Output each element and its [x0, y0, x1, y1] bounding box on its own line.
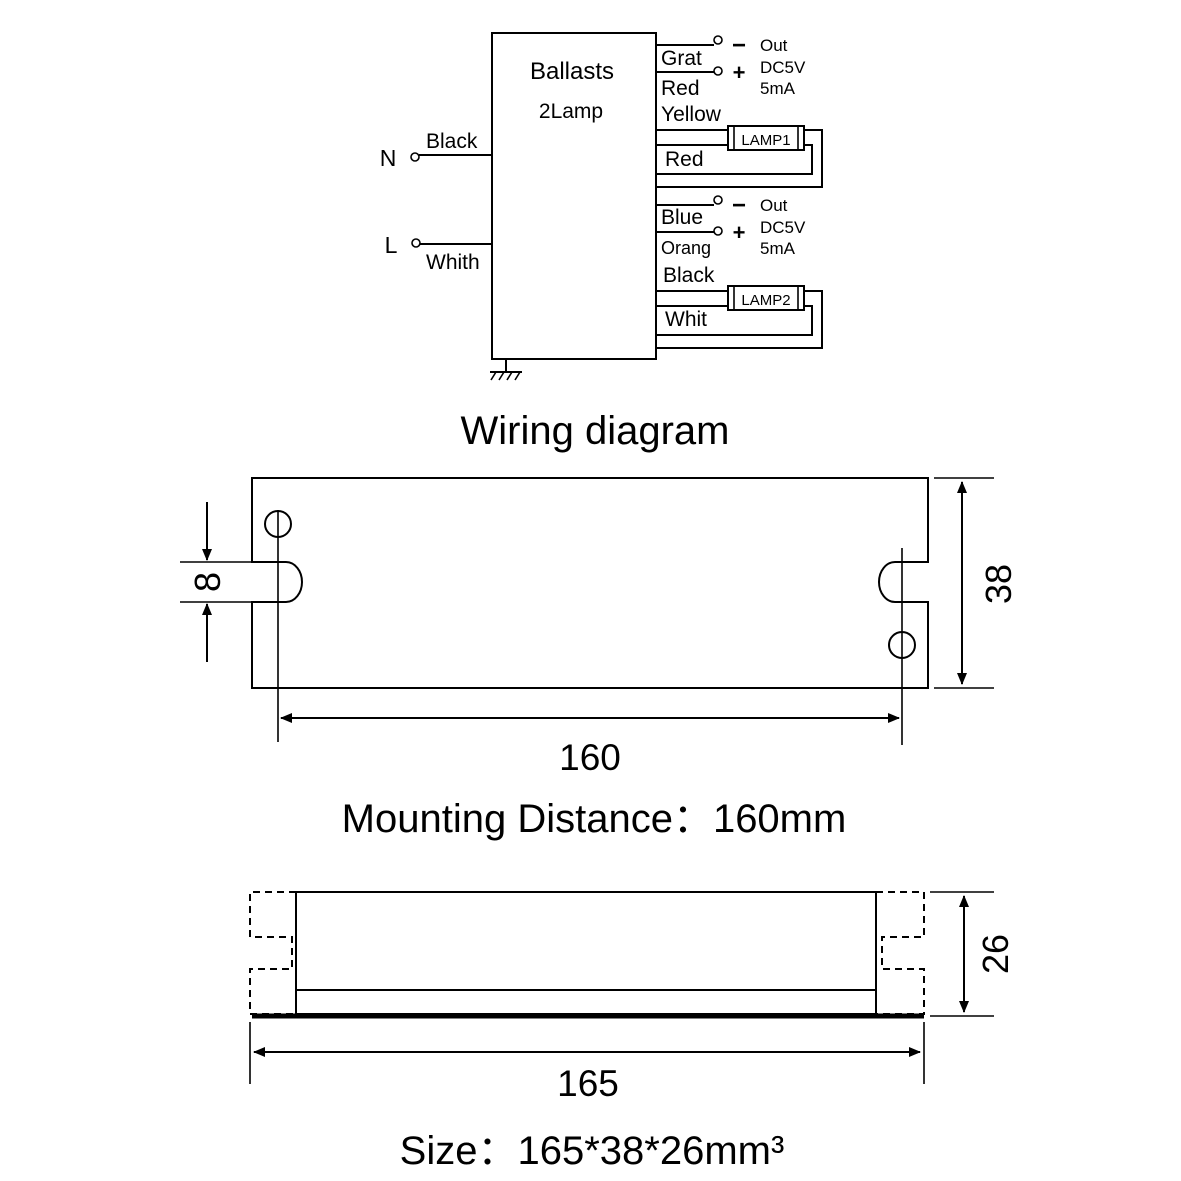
input-live: L Whith: [385, 232, 492, 274]
live-label: L: [385, 232, 398, 258]
out1-minus-terminal: [713, 35, 723, 45]
out1-plus-sign: +: [733, 60, 746, 85]
neutral-label: N: [380, 145, 397, 171]
lamp1-wire-top-label: Yellow: [661, 103, 722, 126]
live-wire-label: Whith: [426, 251, 480, 274]
lamp1-wire-bottom-label: Red: [665, 148, 704, 171]
lamp2: [727, 285, 805, 311]
dim-mounting-label: 160: [559, 737, 621, 778]
out2-label: Out: [760, 196, 788, 215]
top-view-outline: [251, 477, 929, 689]
out2-current: 5mA: [760, 239, 796, 258]
lamp1-label: LAMP1: [741, 132, 790, 149]
ballast-title: Ballasts: [530, 58, 614, 85]
out2-plus-wire-label: Orang: [661, 238, 711, 258]
out1-minus-sign: −: [732, 32, 746, 59]
lamp2-wire-top-label: Black: [663, 264, 715, 287]
out2-minus-sign: −: [732, 192, 746, 219]
mounting-caption: Mounting Distance：160mm: [342, 797, 847, 841]
side-view-body: [295, 891, 877, 1015]
out2-minus-terminal: [713, 195, 723, 205]
out1-current: 5mA: [760, 79, 796, 98]
lamp1: [727, 125, 805, 151]
wiring-diagram: Ballasts 2Lamp N Black L Whith: [380, 32, 823, 381]
lamp2-wire-bottom-label: Whit: [665, 308, 707, 331]
out1-voltage: DC5V: [760, 58, 806, 77]
left-tab-dashed: [249, 891, 296, 1015]
ground-symbol: [490, 359, 522, 381]
out1-plus-terminal: [713, 66, 723, 76]
right-tab-dashed: [876, 891, 925, 1015]
dim-depth-label: 26: [975, 934, 1016, 974]
ballast-subtitle: 2Lamp: [539, 100, 603, 123]
wiring-caption: Wiring diagram: [461, 409, 730, 453]
live-terminal: [411, 238, 421, 248]
top-view-drawing: 8 38 160: [180, 477, 1019, 778]
output-group-1: Grat Red − + Out DC5V 5mA Yellow Red LAM…: [656, 32, 823, 188]
ballast-box: [491, 32, 657, 360]
dim-length-label: 165: [557, 1063, 619, 1104]
out2-plus-sign: +: [733, 220, 746, 245]
lamp2-label: LAMP2: [741, 292, 790, 309]
out1-minus-wire-label: Grat: [661, 47, 702, 70]
out2-plus-terminal: [713, 226, 723, 236]
dim-height-label: 38: [978, 564, 1019, 604]
out2-voltage: DC5V: [760, 218, 806, 237]
side-view-drawing: 26 165: [249, 891, 1016, 1104]
neutral-wire-label: Black: [426, 130, 478, 153]
dim-slot-label: 8: [187, 572, 228, 592]
out2-minus-wire-label: Blue: [661, 206, 703, 229]
neutral-terminal: [410, 152, 420, 162]
out1-label: Out: [760, 36, 788, 55]
out1-plus-wire-label: Red: [661, 77, 700, 100]
output-group-2: Blue Orang − + Out DC5V 5mA Black Whit L…: [656, 192, 823, 349]
input-neutral: N Black: [380, 130, 492, 171]
size-caption: Size：165*38*26mm³: [400, 1129, 785, 1173]
